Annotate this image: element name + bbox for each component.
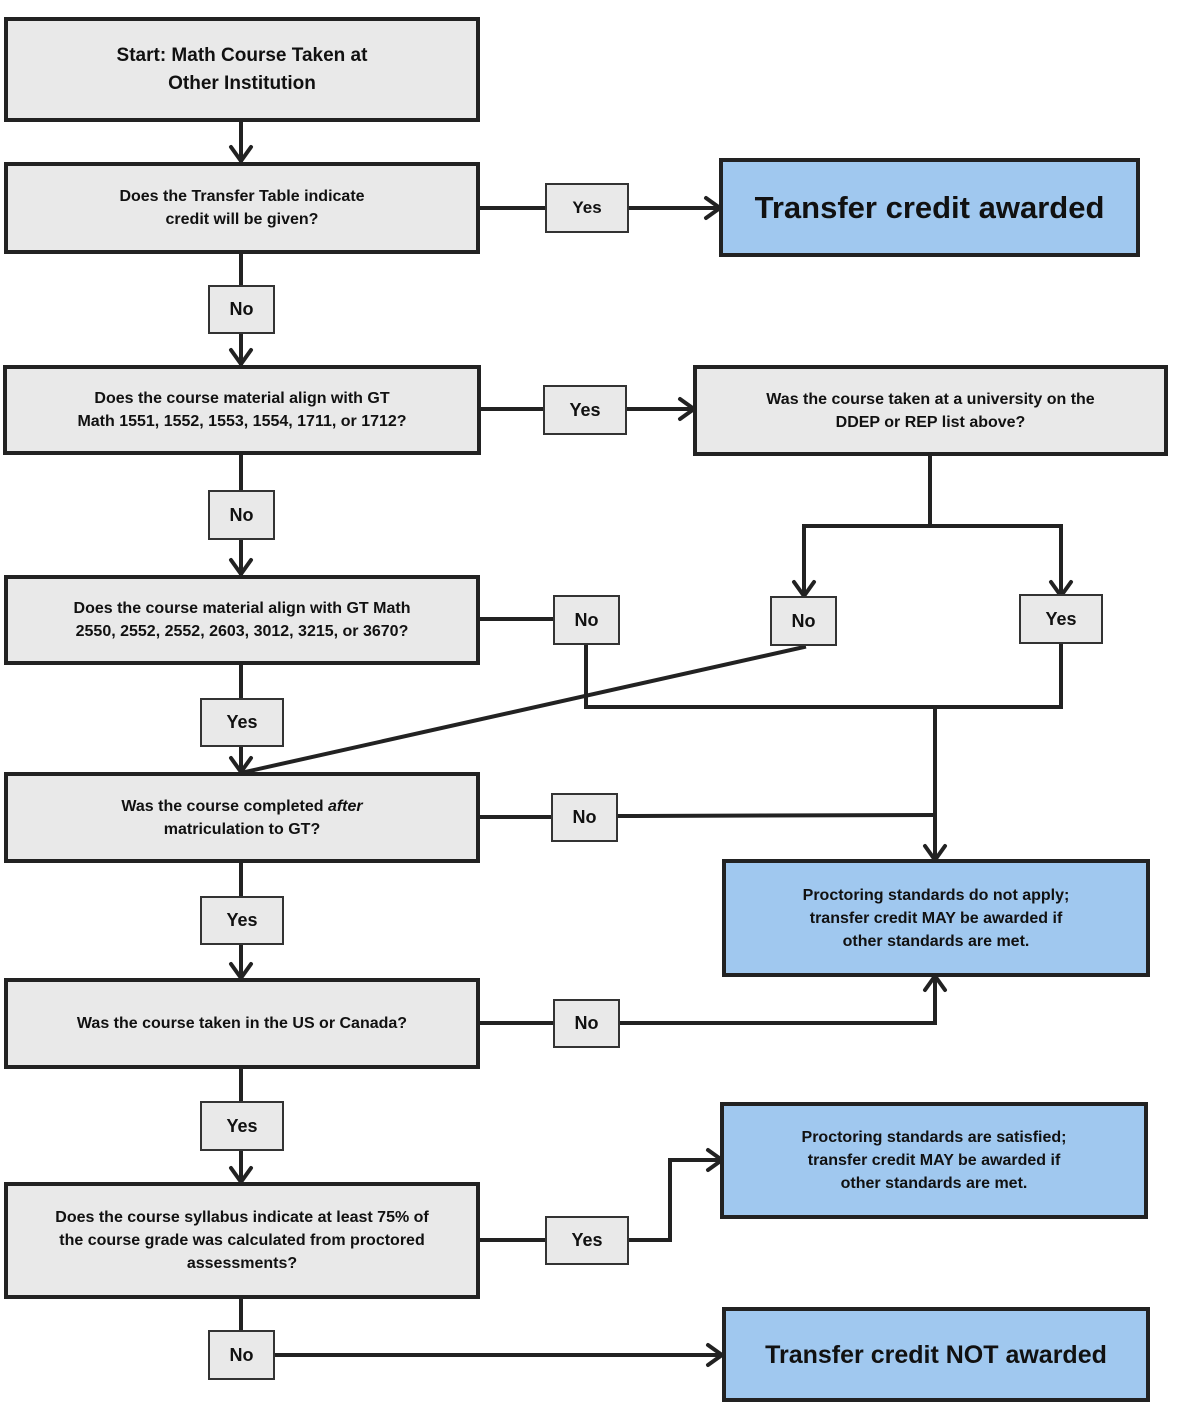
edge-label-ddep-yes: Yes xyxy=(1019,594,1103,644)
edge-label-align2000-no: No xyxy=(553,595,620,645)
outcome-transfer-credit-not-awarded: Transfer credit NOT awarded xyxy=(722,1307,1150,1402)
after-matriculation-post: matriculation to GT? xyxy=(163,820,321,838)
edge-syllabus-yes-to-satisfied xyxy=(626,1158,724,1242)
outcome-transfer-credit-awarded-text: Transfer credit awarded xyxy=(754,189,1105,225)
decision-after-matriculation: Was the course completed after matricula… xyxy=(4,772,480,863)
decision-transfer-table-text: Does the Transfer Table indicate credit … xyxy=(119,188,365,228)
arrowhead-down-icon xyxy=(229,348,253,366)
decision-syllabus-proctored-text: Does the course syllabus indicate at lea… xyxy=(55,1209,429,1272)
arrowhead-down-icon xyxy=(229,558,253,576)
outcome-transfer-credit-not-awarded-text: Transfer credit NOT awarded xyxy=(765,1340,1107,1369)
edge-label-syllabus-no: No xyxy=(208,1330,275,1380)
edge-label-after-no: No xyxy=(551,793,618,842)
decision-align-1000-level: Does the course material align with GT M… xyxy=(3,365,481,455)
edge-ddep-split-bar xyxy=(802,524,1063,598)
decision-ddep-rep-list: Was the course taken at a university on … xyxy=(693,365,1168,456)
edge-label-align1000-yes: Yes xyxy=(543,385,627,435)
outcome-transfer-credit-awarded: Transfer credit awarded xyxy=(719,158,1140,257)
edge-label-us-yes: Yes xyxy=(200,1101,284,1151)
edge-label-align1000-no: No xyxy=(208,490,275,540)
outcome-proctoring-not-apply-text: Proctoring standards do not apply; trans… xyxy=(802,886,1070,950)
start-node-text: Start: Math Course Taken at Other Instit… xyxy=(116,44,368,94)
after-matriculation-pre: Was the course completed xyxy=(121,797,328,815)
decision-after-matriculation-text: Was the course completed after matricula… xyxy=(121,795,362,841)
decision-transfer-table: Does the Transfer Table indicate credit … xyxy=(4,162,480,254)
after-matriculation-emphasis: after xyxy=(327,797,363,815)
decision-align-1000-level-text: Does the course material align with GT M… xyxy=(77,390,407,430)
decision-syllabus-proctored: Does the course syllabus indicate at lea… xyxy=(4,1182,480,1299)
edge-ddep-no-to-after xyxy=(242,644,807,775)
edge-label-after-yes: Yes xyxy=(200,896,284,945)
outcome-proctoring-satisfied-text: Proctoring standards are satisfied; tran… xyxy=(801,1129,1067,1192)
edge-label-transfer-no: No xyxy=(208,285,275,334)
edge-us-no-to-not-apply xyxy=(617,974,937,1025)
edge-label-transfer-yes: Yes xyxy=(545,183,629,233)
decision-us-canada: Was the course taken in the US or Canada… xyxy=(4,978,480,1069)
decision-align-2000-level: Does the course material align with GT M… xyxy=(4,575,480,665)
edge-label-us-no: No xyxy=(553,999,620,1048)
edge-after-no-to-merge xyxy=(614,812,938,819)
decision-ddep-rep-list-text: Was the course taken at a university on … xyxy=(766,390,1095,431)
edge-merge-to-not-apply xyxy=(584,642,1063,709)
edge-label-ddep-no: No xyxy=(770,596,837,646)
decision-align-2000-level-text: Does the course material align with GT M… xyxy=(73,600,411,640)
edge-label-syllabus-yes: Yes xyxy=(545,1216,629,1265)
arrowhead-down-icon xyxy=(229,145,253,163)
outcome-proctoring-not-apply: Proctoring standards do not apply; trans… xyxy=(722,859,1150,977)
decision-us-canada-text: Was the course taken in the US or Canada… xyxy=(76,1015,408,1032)
outcome-proctoring-satisfied: Proctoring standards are satisfied; tran… xyxy=(720,1102,1148,1219)
start-node: Start: Math Course Taken at Other Instit… xyxy=(4,17,480,122)
edge-label-align2000-yes: Yes xyxy=(200,698,284,747)
